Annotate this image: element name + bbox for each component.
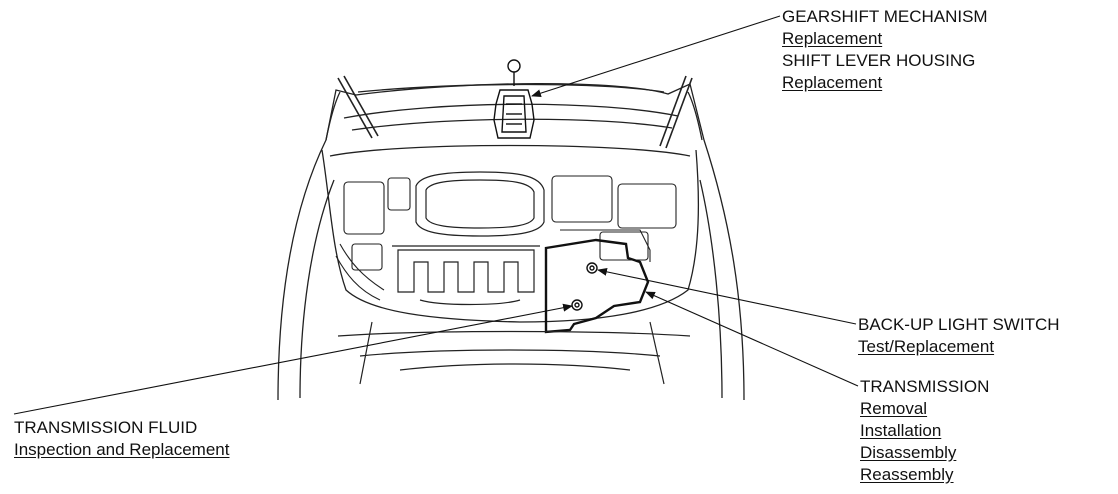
shift-lever-housing-heading: SHIFT LEVER HOUSING (782, 51, 976, 70)
open-hood (343, 83, 679, 131)
gearshift-assembly (493, 59, 535, 139)
leader-lines (13, 15, 859, 415)
engine-left-components (335, 177, 411, 301)
transmission-reassembly-link[interactable]: Reassembly (860, 465, 954, 484)
front-bumper (337, 321, 691, 385)
transmission-fittings (571, 262, 598, 311)
hood-struts (337, 75, 693, 149)
transmission-installation-link[interactable]: Installation (860, 421, 942, 440)
callout-transmission: TRANSMISSION Removal Installation Disass… (860, 376, 989, 486)
engine-cover (415, 171, 545, 237)
callout-backup-light-switch: BACK-UP LIGHT SWITCH Test/Replacement (858, 314, 1060, 358)
gearshift-replacement-link[interactable]: Replacement (782, 29, 883, 48)
transmission-heading: TRANSMISSION (860, 377, 990, 396)
leader-gearshift (531, 15, 781, 98)
backup-light-switch-heading: BACK-UP LIGHT SWITCH (858, 315, 1060, 334)
leader-fluid (13, 303, 573, 415)
gearshift-mechanism-heading: GEARSHIFT MECHANISM (782, 7, 988, 26)
leader-transmission (645, 291, 859, 387)
transmission-outline (544, 238, 650, 334)
car-body (277, 82, 745, 401)
callout-gearshift: GEARSHIFT MECHANISM Replacement SHIFT LE… (782, 6, 988, 94)
transmission-fluid-heading: TRANSMISSION FLUID (14, 418, 198, 437)
backup-test-replacement-link[interactable]: Test/Replacement (858, 337, 995, 356)
transmission-removal-link[interactable]: Removal (860, 399, 928, 418)
intake-manifold (392, 245, 540, 306)
callout-transmission-fluid: TRANSMISSION FLUID Inspection and Replac… (14, 417, 229, 461)
shift-lever-replacement-link[interactable]: Replacement (782, 73, 883, 92)
transmission-disassembly-link[interactable]: Disassembly (860, 443, 957, 462)
engine-right-components (551, 175, 677, 262)
leader-backup-switch (597, 267, 857, 325)
fluid-inspection-replacement-link[interactable]: Inspection and Replacement (14, 440, 230, 459)
